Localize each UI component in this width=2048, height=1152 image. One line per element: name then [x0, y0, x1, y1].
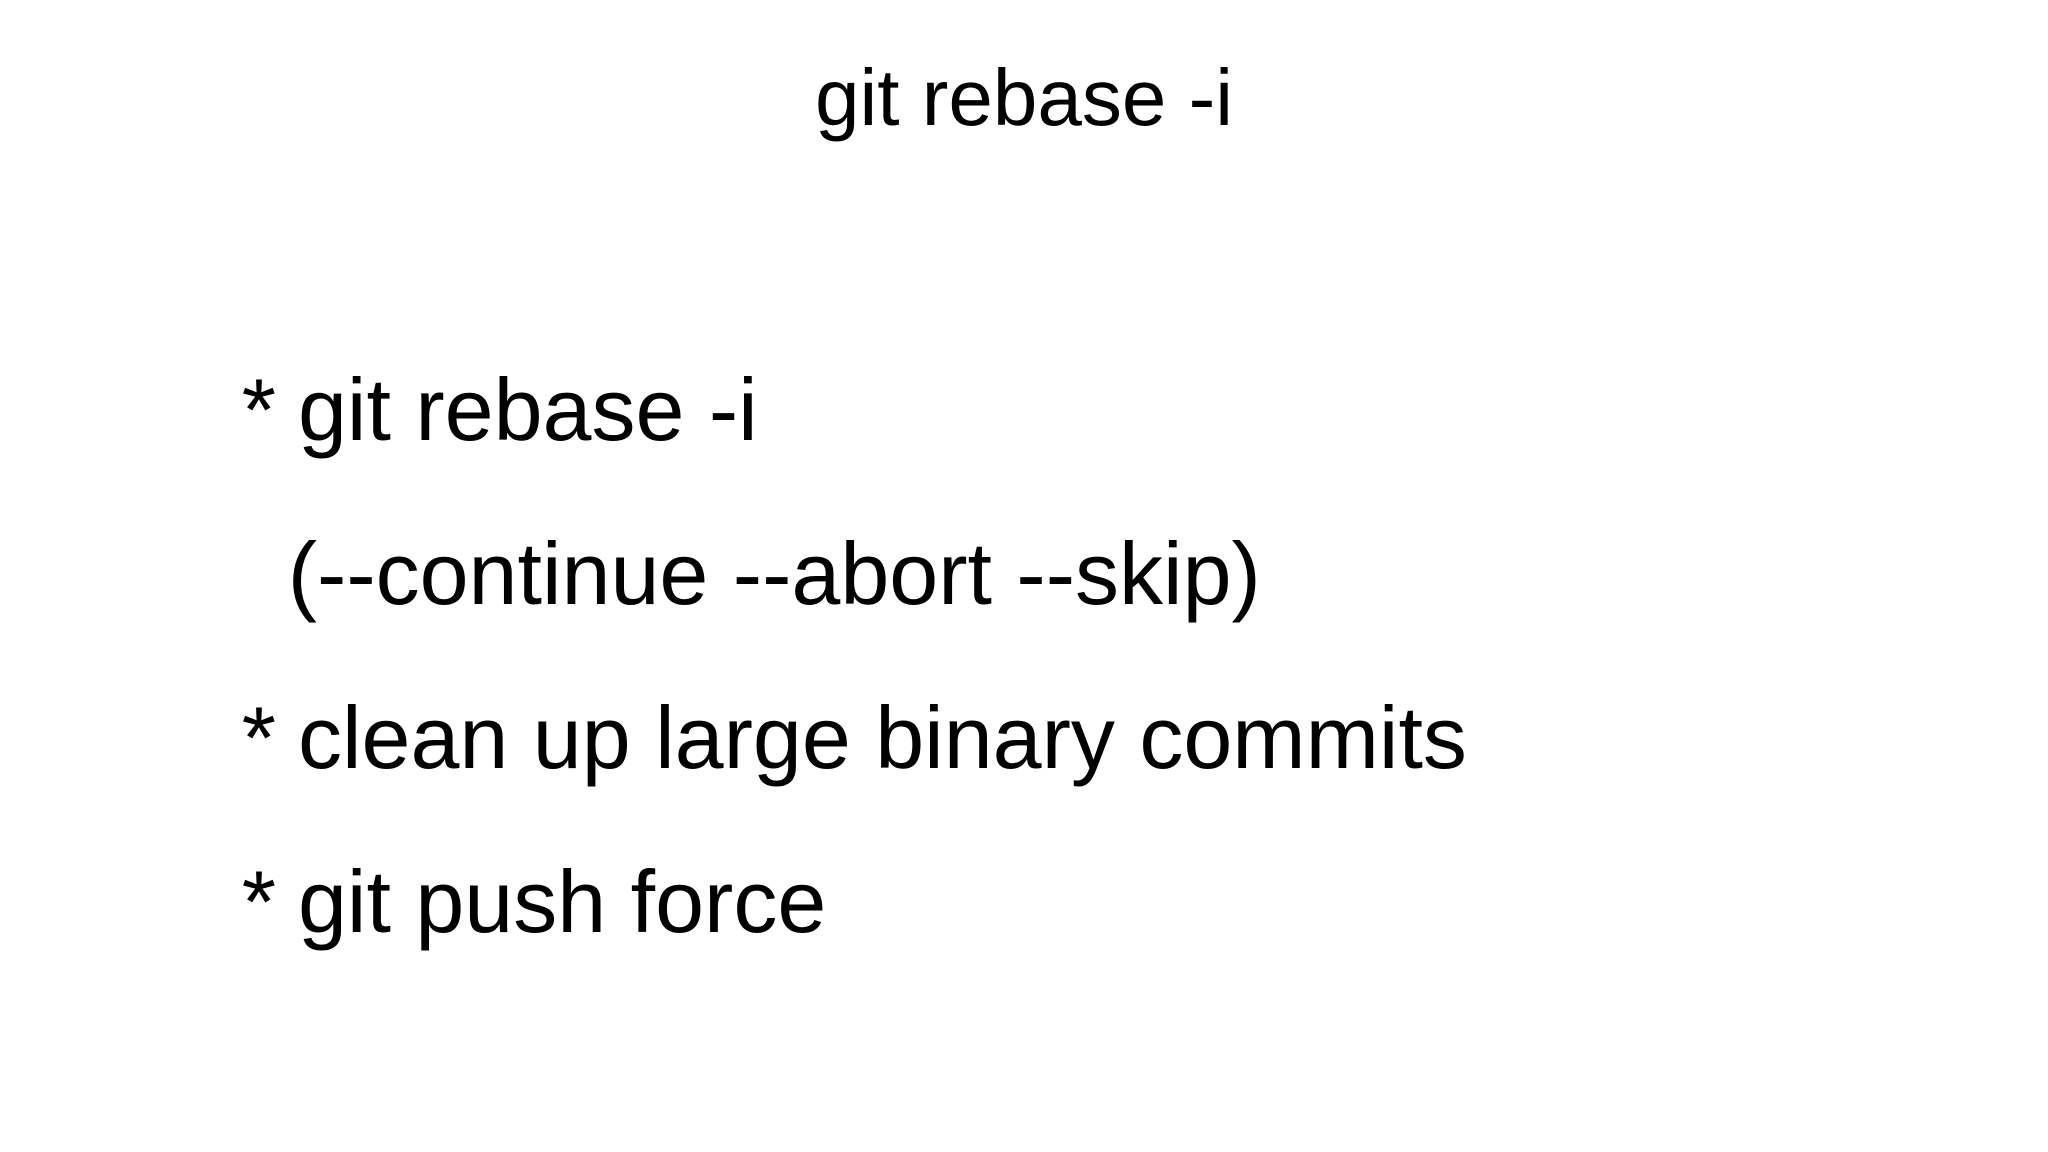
- bullet-marker: *: [241, 852, 276, 951]
- bullet-list: *git rebase -i (--continue --abort --ski…: [0, 278, 2048, 946]
- bullet-line: *git rebase -i: [95, 278, 2048, 454]
- bullet-text: (--continue --abort --skip): [287, 524, 1261, 623]
- bullet-text: git rebase -i: [297, 360, 758, 459]
- bullet-line: *clean up large binary commits: [95, 606, 2048, 782]
- bullet-marker: *: [241, 360, 276, 459]
- bullet-line: (--continue --abort --skip): [95, 442, 2048, 618]
- bullet-line: *git push force: [95, 770, 2048, 946]
- bullet-text: git push force: [297, 852, 827, 951]
- bullet-marker: *: [241, 688, 276, 787]
- slide-title: git rebase -i: [815, 53, 1233, 142]
- bullet-text: clean up large binary commits: [297, 688, 1467, 787]
